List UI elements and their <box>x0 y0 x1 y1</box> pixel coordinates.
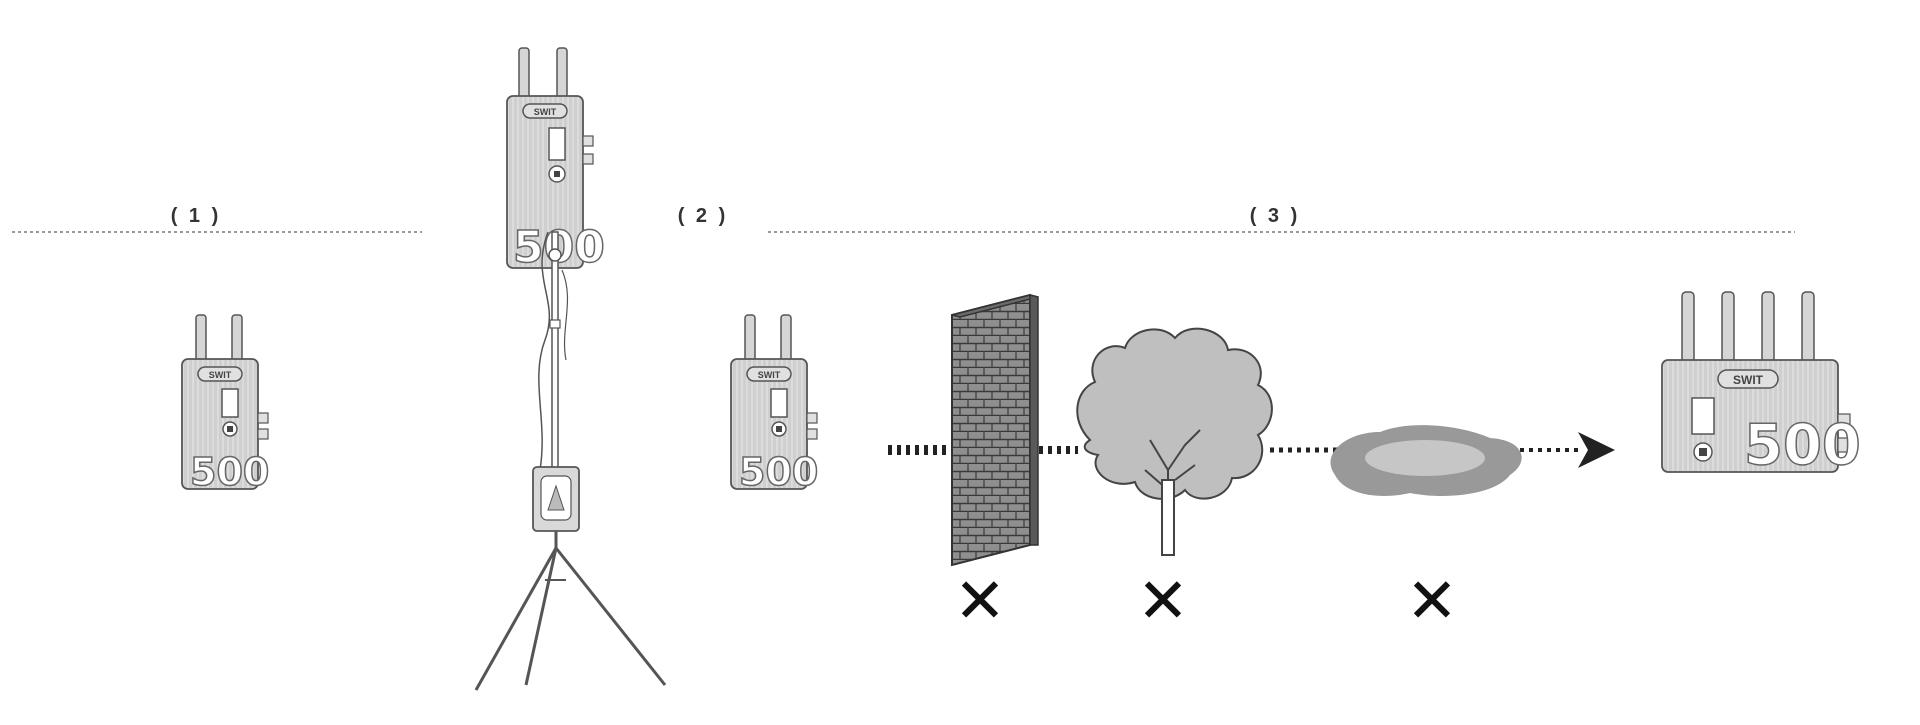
tree <box>1076 327 1273 556</box>
device-brand-badge: SWIT <box>209 370 232 380</box>
device-brand-badge: SWIT <box>534 107 557 117</box>
brick-wall <box>951 293 1039 567</box>
elevated-transmitter-device: SWIT 500 <box>506 47 606 274</box>
device-model-number: 500 <box>739 450 818 494</box>
receiver-device: SWIT 500 <box>1661 291 1862 479</box>
arrow-icon <box>1578 432 1615 468</box>
tripod-stand: SWIT 500 <box>474 47 667 691</box>
section-label-1: ( 1 ) <box>171 205 222 227</box>
cross-icon: ✕ <box>1406 564 1458 637</box>
transmitter-device: SWIT 500 <box>181 314 270 495</box>
device-brand-badge: SWIT <box>1733 373 1764 387</box>
cross-icon: ✕ <box>1137 564 1189 637</box>
device-model-number: 500 <box>190 450 269 494</box>
cross-icon: ✕ <box>954 564 1006 637</box>
section-label-2: ( 2 ) <box>678 205 729 227</box>
water-puddle <box>1330 425 1522 496</box>
device-brand-badge: SWIT <box>758 370 781 380</box>
signal-path <box>888 432 1615 468</box>
device-model-number: 500 <box>513 222 605 273</box>
device-model-number: 500 <box>1744 413 1861 478</box>
section-label-3: ( 3 ) <box>1250 205 1301 227</box>
transmitter-device: SWIT 500 <box>730 314 819 495</box>
